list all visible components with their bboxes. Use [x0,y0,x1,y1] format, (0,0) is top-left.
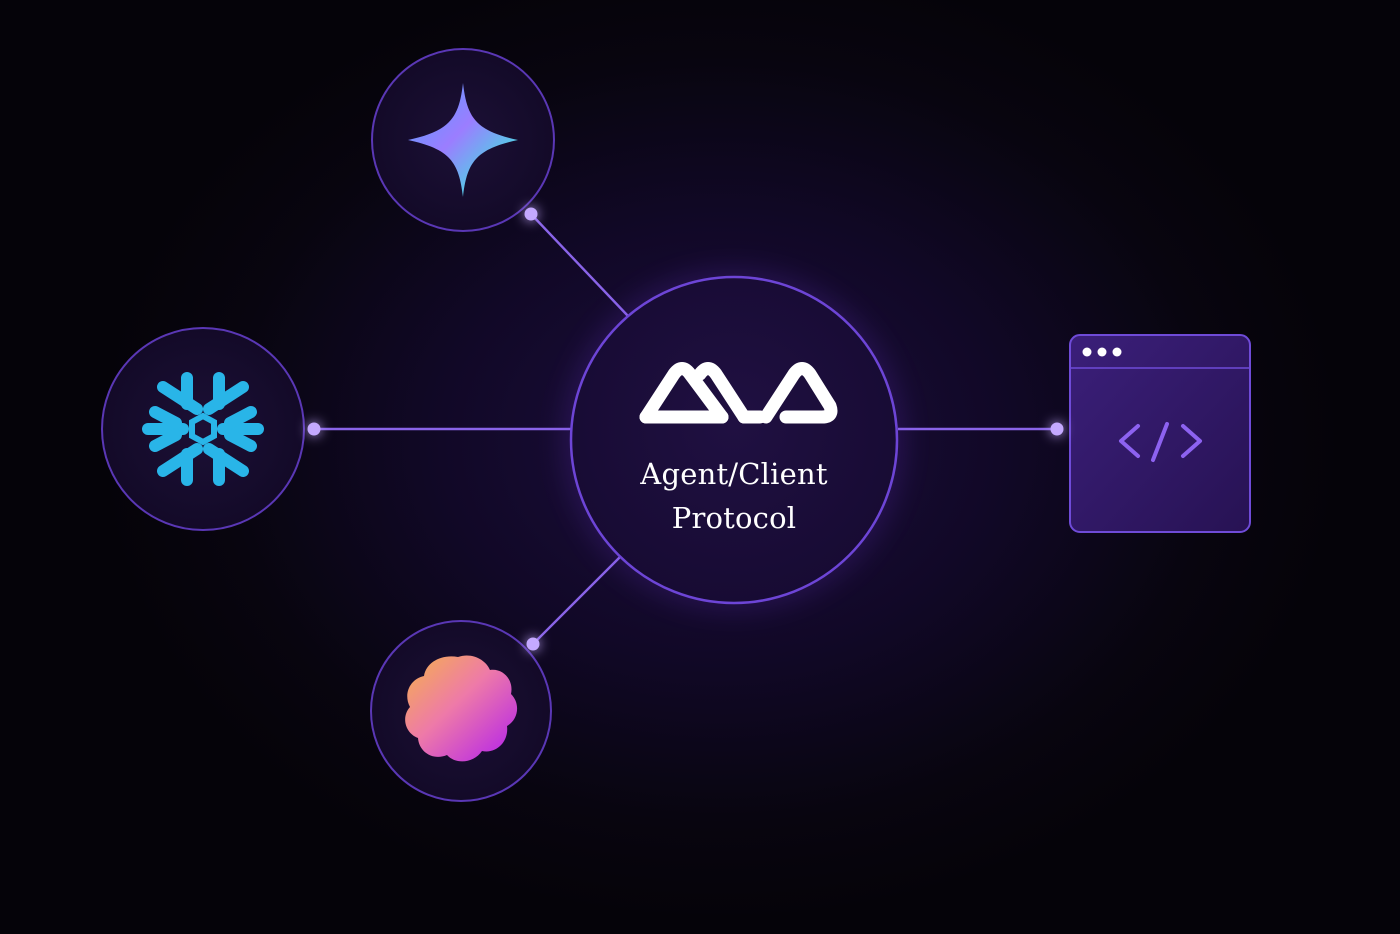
client-window[interactable] [1069,334,1251,533]
connector-dot [1050,422,1064,436]
connector-dot [524,207,538,221]
claude-node[interactable] [370,620,552,802]
flower-blob-icon [405,655,518,762]
snowflake-node[interactable] [101,327,305,531]
window-dot-icon [1112,347,1122,357]
connector-dots [307,207,1064,651]
center-node[interactable] [569,275,899,605]
acp-logo [639,362,838,424]
connector-dot [307,422,321,436]
connector-claude [532,556,621,645]
center-node-title: Agent/Client Protocol [574,452,894,540]
gemini-node[interactable] [371,48,555,232]
window-dot-icon [1082,347,1092,357]
connector-dot [526,637,540,651]
window-dot-icon [1097,347,1107,357]
gemini-sparkle-icon [408,83,518,197]
title-line-2: Protocol [671,501,797,535]
snowflake-icon [142,372,264,486]
connector-gemini [530,213,629,317]
code-window-icon [1119,422,1202,462]
title-line-1: Agent/Client [640,457,828,491]
snowflake-center-icon [189,412,217,446]
connectors [314,213,1057,645]
